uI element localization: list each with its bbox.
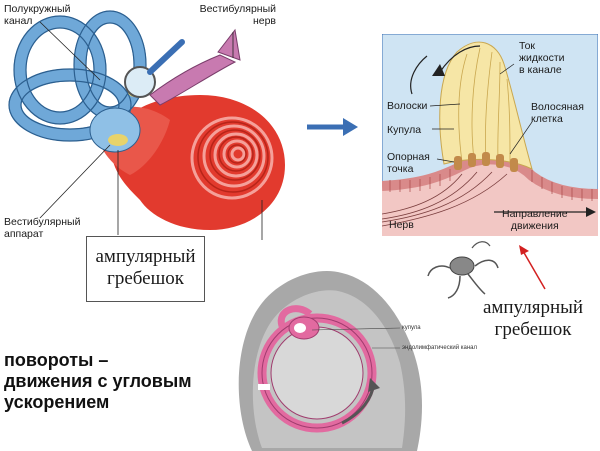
rotation-caption: повороты – движения с угловым ускорением <box>4 350 192 412</box>
magnifier-icon <box>124 39 185 98</box>
support-point-label: Опорная точка <box>387 151 430 175</box>
rotating-figure-illustration <box>427 241 499 299</box>
head-canal-illustration <box>238 271 422 451</box>
arrow-red-icon <box>519 245 546 290</box>
nerve-label: Нерв <box>389 219 414 231</box>
ampulla-caption-right: ампулярный гребешок <box>482 297 584 340</box>
direction-label: Направление движения <box>502 208 568 232</box>
hair-cell-label: Волосяная клетка <box>531 101 584 125</box>
inner-ear-illustration <box>8 10 285 240</box>
semicircular-canal-label: Полукружный канал <box>4 3 71 27</box>
ampulla-label: ампулярный гребешок <box>95 246 196 289</box>
vestibular-apparatus-label: Вестибулярный аппарат <box>4 216 81 240</box>
canal-small-label: эндолимфатический канал <box>402 345 478 351</box>
arrow-right-icon <box>307 118 358 136</box>
cupula-diagram <box>382 34 598 236</box>
cupula-label: Купула <box>387 124 422 136</box>
cupula-small-label: купула <box>402 325 421 331</box>
flow-label: Ток жидкости в канале <box>519 40 565 76</box>
hairs-label: Волоски <box>387 100 428 112</box>
ampulla-label-box <box>86 236 205 302</box>
vestibular-nerve-label: Вестибулярный нерв <box>199 3 276 27</box>
